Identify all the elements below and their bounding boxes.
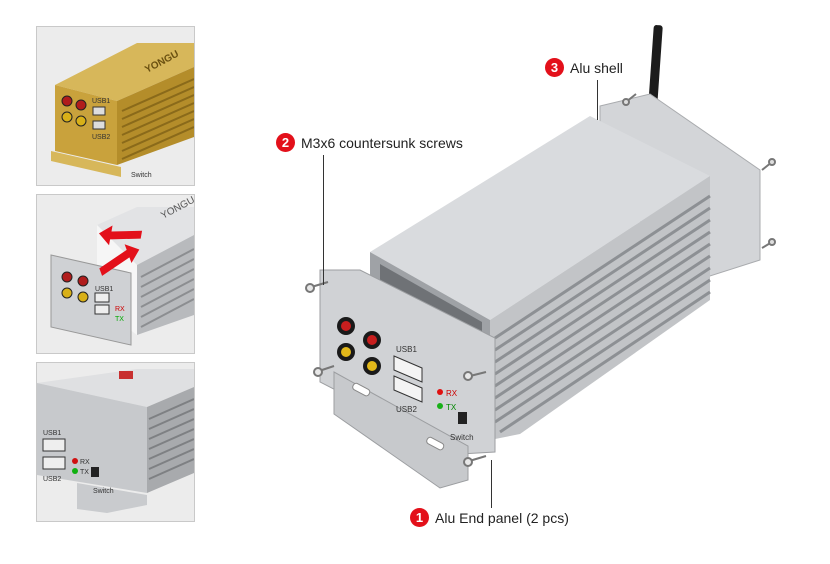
thumb1-usb2-label: USB2	[92, 134, 110, 141]
front-end-panel: USB1 USB2 RX TX Switch	[319, 269, 496, 489]
leader-line-shell	[597, 80, 598, 120]
thumb1-switch-label: Switch	[131, 172, 152, 179]
thumbnail-gold-enclosure: USB1 USB2 Switch YONGU	[36, 26, 195, 186]
thumbnail-assembled-enclosure: USB1 USB2 RX TX Switch	[36, 362, 195, 522]
thumbnail-panel-assembly: USB1 RX TX YONGU	[36, 194, 195, 354]
callout-text: Alu End panel (2 pcs)	[435, 509, 569, 526]
callout-text: M3x6 countersunk screws	[301, 134, 463, 151]
callout-alu-shell: 3 Alu shell	[545, 58, 623, 77]
thumb3-rx-label: RX	[80, 459, 90, 466]
cooling-fins	[494, 194, 711, 434]
thumb3-usb2-label: USB2	[43, 476, 61, 483]
thumb3-switch-label: Switch	[93, 488, 114, 495]
main-switch-label: Switch	[450, 433, 474, 442]
callout-countersunk-screws: 2 M3x6 countersunk screws	[276, 133, 463, 152]
alu-shell-side	[490, 176, 710, 440]
callout-number-badge: 3	[545, 58, 564, 77]
thumb2-rx-label: RX	[115, 306, 125, 313]
callout-alu-end-panel: 1 Alu End panel (2 pcs)	[410, 508, 569, 527]
thumb3-usb1-label: USB1	[43, 430, 61, 437]
main-usb2-label: USB2	[396, 405, 417, 414]
alu-shell-top	[370, 116, 710, 320]
thumb2-usb1-label: USB1	[95, 286, 113, 293]
leader-line-screws	[323, 155, 324, 285]
leader-line-end-panel	[491, 460, 492, 508]
callout-number-badge: 2	[276, 133, 295, 152]
main-usb1-label: USB1	[396, 345, 417, 354]
thumb2-tx-label: TX	[115, 316, 124, 323]
thumb1-usb1-label: USB1	[92, 98, 110, 105]
callout-number-badge: 1	[410, 508, 429, 527]
countersunk-screws	[305, 281, 487, 467]
callout-text: Alu shell	[570, 59, 623, 76]
main-tx-label: TX	[446, 403, 457, 412]
exploded-enclosure-illustration: USB1 USB2 RX TX Switch	[305, 25, 776, 489]
thumb3-tx-label: TX	[80, 469, 89, 476]
main-rx-label: RX	[446, 389, 458, 398]
